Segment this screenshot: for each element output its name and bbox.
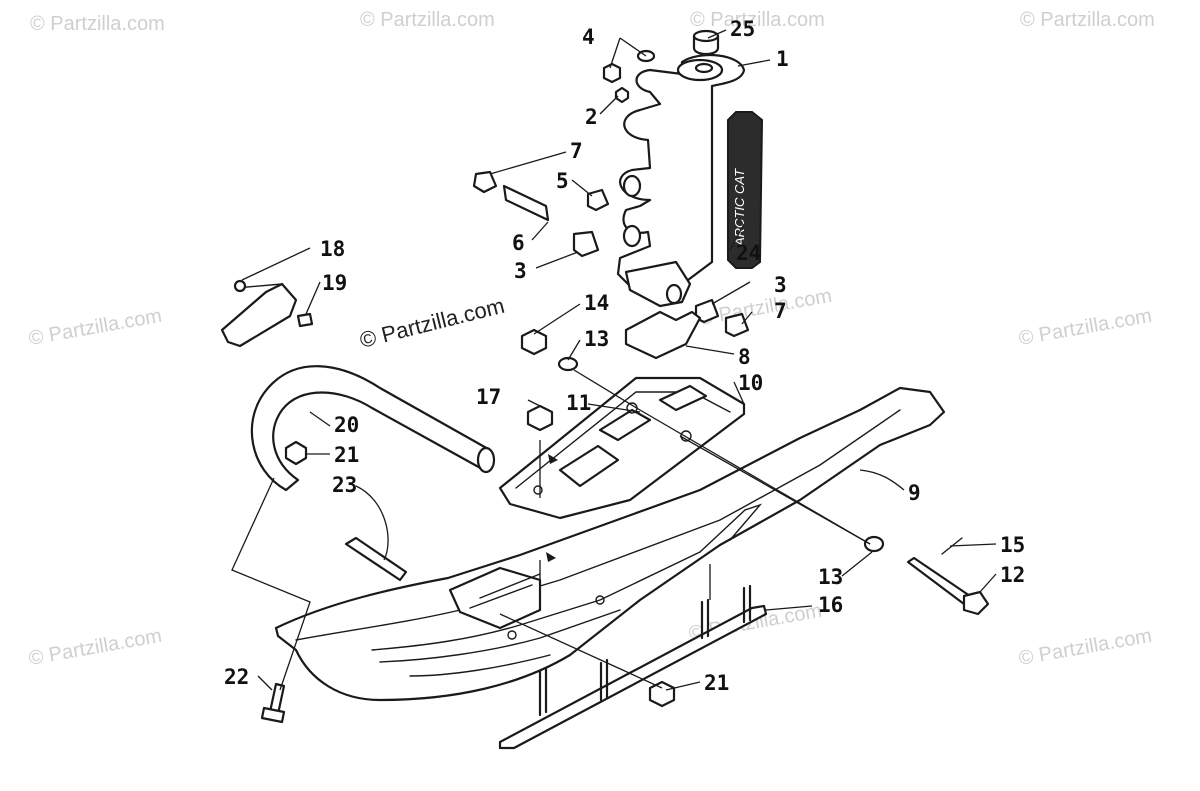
callout-label: 15 — [1000, 533, 1025, 557]
callout-label: 14 — [584, 291, 609, 315]
callout-label: 10 — [738, 371, 763, 395]
spindle-decal: ARCTIC CAT — [727, 111, 764, 269]
spindle — [616, 54, 746, 308]
ski-bumper — [250, 365, 496, 492]
callout-label: 7 — [570, 139, 583, 163]
callout-label: 9 — [908, 481, 921, 505]
callout-label: 2 — [585, 105, 598, 129]
callout-label: 11 — [566, 391, 591, 415]
callout-label: 21 — [704, 671, 729, 695]
callout-label: 12 — [1000, 563, 1025, 587]
callout-label: 6 — [512, 231, 525, 255]
callout-label: 1 — [776, 47, 789, 71]
watermark: © Partzilla.com — [697, 285, 834, 330]
callout-label: 24 — [736, 241, 761, 265]
callout-label: 13 — [584, 327, 609, 351]
spindle-hardware — [472, 49, 750, 360]
ski-saddle — [498, 376, 746, 520]
callout-label: 25 — [730, 17, 755, 41]
watermark: © Partzilla.com — [27, 625, 164, 670]
callout-label: 17 — [476, 385, 501, 409]
callout-label: 3 — [774, 273, 787, 297]
watermark: © Partzilla.com — [1020, 9, 1155, 31]
callout-label: 19 — [322, 271, 347, 295]
callout-label: 20 — [334, 413, 359, 437]
ski-runner — [498, 584, 768, 750]
watermark: © Partzilla.com — [360, 9, 495, 31]
leader-lines — [231, 29, 997, 691]
callout-label: 22 — [224, 665, 249, 689]
copyright-stamp: © Partzilla.com — [357, 293, 507, 353]
callout-label: 18 — [320, 237, 345, 261]
watermark: © Partzilla.com — [1017, 305, 1154, 350]
callout-label: 23 — [332, 473, 357, 497]
watermark: © Partzilla.com — [27, 305, 164, 350]
callout-label: 7 — [774, 299, 787, 323]
callout-label: 3 — [514, 259, 527, 283]
callout-label: 5 — [556, 169, 569, 193]
watermark: © Partzilla.com — [30, 13, 165, 35]
callout-label: 13 — [818, 565, 843, 589]
watermark: © Partzilla.com — [1017, 625, 1154, 670]
callout-label: 16 — [818, 593, 843, 617]
callout-labels: 25 4 1 2 7 5 6 3 24 18 19 3 7 14 13 8 10… — [224, 17, 1025, 695]
callout-label: 8 — [738, 345, 751, 369]
decal-text: ARCTIC CAT — [732, 168, 747, 247]
fasteners — [220, 279, 990, 724]
ski — [274, 386, 946, 702]
spindle-cap — [692, 29, 720, 56]
watermark: © Partzilla.com — [690, 9, 825, 31]
callout-label: 4 — [582, 25, 595, 49]
callout-label: 21 — [334, 443, 359, 467]
